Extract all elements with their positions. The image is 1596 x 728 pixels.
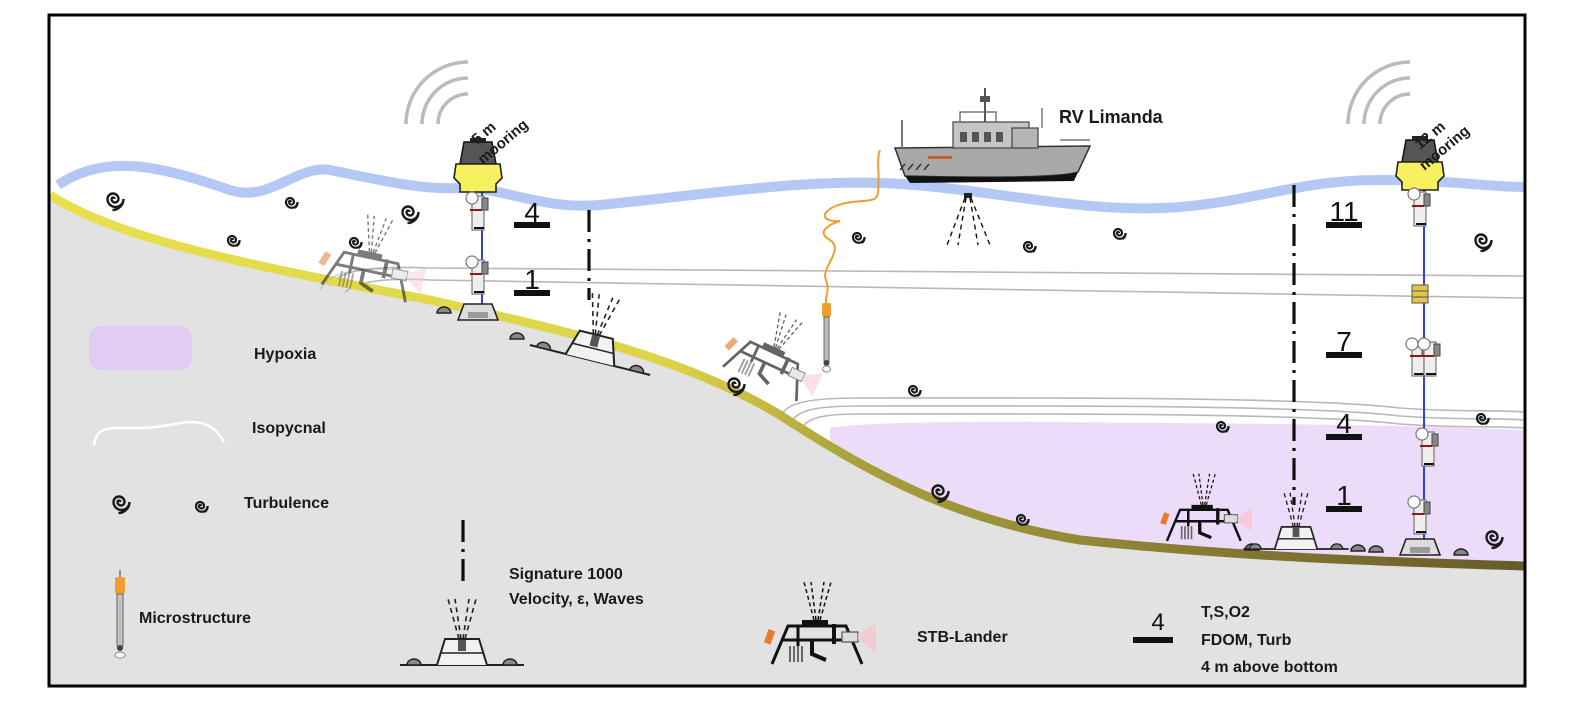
hypoxia-region (830, 421, 1524, 566)
legend-microstructure: Microstructure (114, 570, 251, 659)
legend-turbulence-label: Turbulence (244, 495, 329, 512)
microstructure-profiler (822, 149, 881, 373)
sensor-height-label: 7 (1336, 326, 1352, 357)
sensor-height-label: 4 (524, 197, 540, 228)
vessel-label: RV Limanda (1059, 107, 1164, 127)
microstructure-probe-icon (114, 570, 126, 659)
legend-stb-lander: STB-Lander (761, 580, 1008, 666)
sensor-height-label: 11 (1329, 196, 1358, 227)
stb-lander-shallow (312, 204, 437, 307)
dome-icon (436, 306, 452, 314)
legend-signature-line1: Signature 1000 (509, 566, 623, 583)
legend-signature-line2: Velocity, ε, Waves (509, 591, 644, 608)
legend-sensor-height: 4 T,S,O2 FDOM, Turb 4 m above bottom (1133, 604, 1338, 676)
sensor-bar-icon (1133, 637, 1173, 643)
anchor-weight-icon (1399, 538, 1441, 556)
research-vessel: RV Limanda (893, 88, 1164, 246)
dome-icon (1350, 544, 1366, 552)
sensor-height-label: 1 (524, 264, 540, 295)
sensor-height-markers-5m: 4 1 (514, 197, 550, 296)
legend-sensor-line1: T,S,O2 (1201, 604, 1250, 621)
legend-turbulence: Turbulence (112, 495, 329, 515)
isopycnal-swatch (92, 420, 225, 447)
legend: Hypoxia Isopycnal Turbulence Micro (89, 326, 1338, 676)
dome-icon (1368, 545, 1384, 553)
dome-icon (1453, 548, 1469, 556)
legend-sensor-number: 4 (1151, 609, 1164, 636)
sensor-height-label: 4 (1336, 408, 1352, 439)
legend-signature-1000: Signature 1000 Velocity, ε, Waves (399, 518, 644, 666)
legend-hypoxia-label: Hypoxia (254, 346, 316, 363)
slope-band (50, 191, 1524, 571)
hypoxia-swatch (89, 326, 192, 370)
legend-isopycnal-label: Isopycnal (252, 420, 326, 437)
legend-sensor-line3: 4 m above bottom (1201, 659, 1338, 676)
legend-sensor-line2: FDOM, Turb (1201, 632, 1292, 649)
legend-microstructure-label: Microstructure (139, 610, 251, 627)
diagram-frame (47, 13, 1527, 688)
seabed (50, 195, 1524, 686)
legend-hypoxia: Hypoxia (89, 326, 316, 370)
sensor-height-markers-12m: 11 7 4 1 (1326, 196, 1362, 512)
legend-isopycnal: Isopycnal (92, 420, 326, 447)
legend-stb-lander-label: STB-Lander (917, 629, 1008, 646)
sensor-height-label: 1 (1336, 480, 1352, 511)
dome-icon (509, 332, 525, 340)
sea-surface (55, 160, 1524, 214)
anchor-weight-icon (457, 303, 499, 321)
